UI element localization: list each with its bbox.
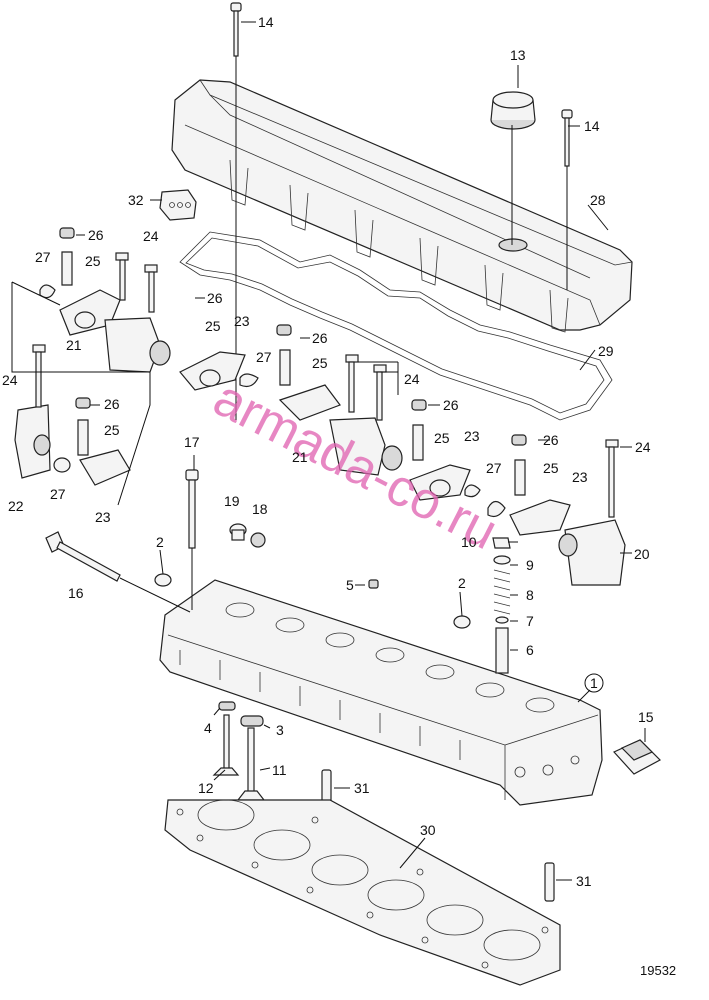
- callout: 16: [68, 585, 84, 601]
- valve-cover-ribs: [229, 159, 569, 333]
- callout-labels: 14 13 14 28 32 26 24 25 27 26 25 21 23 2…: [2, 14, 654, 889]
- callout: 8: [526, 587, 534, 603]
- callout: 22: [8, 498, 24, 514]
- callout: 31: [354, 780, 370, 796]
- reference-circle: [584, 673, 604, 693]
- callout: 26: [312, 330, 328, 346]
- rocker-assembly-left-lower: [14, 344, 131, 486]
- callout: 25: [434, 430, 450, 446]
- callout: 27: [50, 486, 66, 502]
- callout: 14: [258, 14, 274, 30]
- callout: 3: [276, 722, 284, 738]
- rocker-assembly-left: [39, 227, 171, 373]
- callout: 9: [526, 557, 534, 573]
- callout: 5: [346, 577, 354, 593]
- callout: 25: [312, 355, 328, 371]
- callout: 32: [128, 192, 144, 208]
- callout: 7: [526, 613, 534, 629]
- callout: 15: [638, 709, 654, 725]
- callout: 24: [143, 228, 159, 244]
- gasket-holes: [176, 808, 549, 969]
- cylinder-head: [159, 579, 603, 806]
- valve-cover: [171, 79, 633, 333]
- bracket-15: [613, 739, 661, 775]
- callout: 19: [224, 493, 240, 509]
- callout: 10: [461, 534, 477, 550]
- valve-cover-gasket: [179, 231, 613, 421]
- callout: 13: [510, 47, 526, 63]
- callout: 26: [543, 432, 559, 448]
- callout: 24: [404, 371, 420, 387]
- callout: 17: [184, 434, 200, 450]
- callout: 18: [252, 501, 268, 517]
- callout: 26: [207, 290, 223, 306]
- cover-bolt-right: [561, 109, 573, 290]
- plug-left: [154, 573, 172, 587]
- callout: 23: [95, 509, 111, 525]
- callout: 11: [272, 762, 287, 778]
- callout: 23: [464, 428, 480, 444]
- callout: 21: [66, 337, 82, 353]
- seal-parts: [229, 523, 266, 548]
- callout: 4: [204, 720, 212, 736]
- callout: 25: [543, 460, 559, 476]
- callout: 2: [156, 534, 164, 550]
- cylinder-head-ports: [225, 602, 555, 713]
- callout: 29: [598, 343, 614, 359]
- callout: 28: [590, 192, 606, 208]
- oil-filler-cap: [490, 91, 536, 252]
- long-bolt: [45, 531, 191, 613]
- callout: 27: [35, 249, 51, 265]
- callout: 12: [198, 780, 214, 796]
- plug-right: [453, 615, 471, 629]
- dowel-pin-lower: [544, 862, 555, 902]
- callout: 24: [635, 439, 651, 455]
- callout: 23: [234, 313, 250, 329]
- head-bolt: [185, 469, 199, 610]
- callout: 14: [584, 118, 600, 134]
- callout: 26: [88, 227, 104, 243]
- head-gasket: [164, 799, 561, 986]
- callout: 24: [2, 372, 18, 388]
- valve-spring-stack: [492, 537, 511, 674]
- callout: 30: [420, 822, 436, 838]
- callout: 6: [526, 642, 534, 658]
- callout: 25: [205, 318, 221, 334]
- callout: 23: [572, 469, 588, 485]
- leader-lines: [76, 21, 646, 881]
- callout: 26: [104, 396, 120, 412]
- callout: 27: [256, 349, 272, 365]
- callout: 21: [292, 449, 308, 465]
- callout: 25: [104, 422, 120, 438]
- watermark: armada-co.ru: [205, 369, 507, 561]
- callout: 1: [590, 675, 598, 691]
- callout: 20: [634, 546, 650, 562]
- callout: 27: [486, 460, 502, 476]
- cover-bracket: [159, 189, 197, 221]
- valves: [212, 701, 266, 801]
- callout: 26: [443, 397, 459, 413]
- rocker-assembly-center: [179, 324, 403, 476]
- rocker-assembly-right: [409, 399, 626, 586]
- reference-number: 19532: [640, 963, 676, 978]
- callout: 31: [576, 873, 592, 889]
- callout: 25: [85, 253, 101, 269]
- callout: 2: [458, 575, 466, 591]
